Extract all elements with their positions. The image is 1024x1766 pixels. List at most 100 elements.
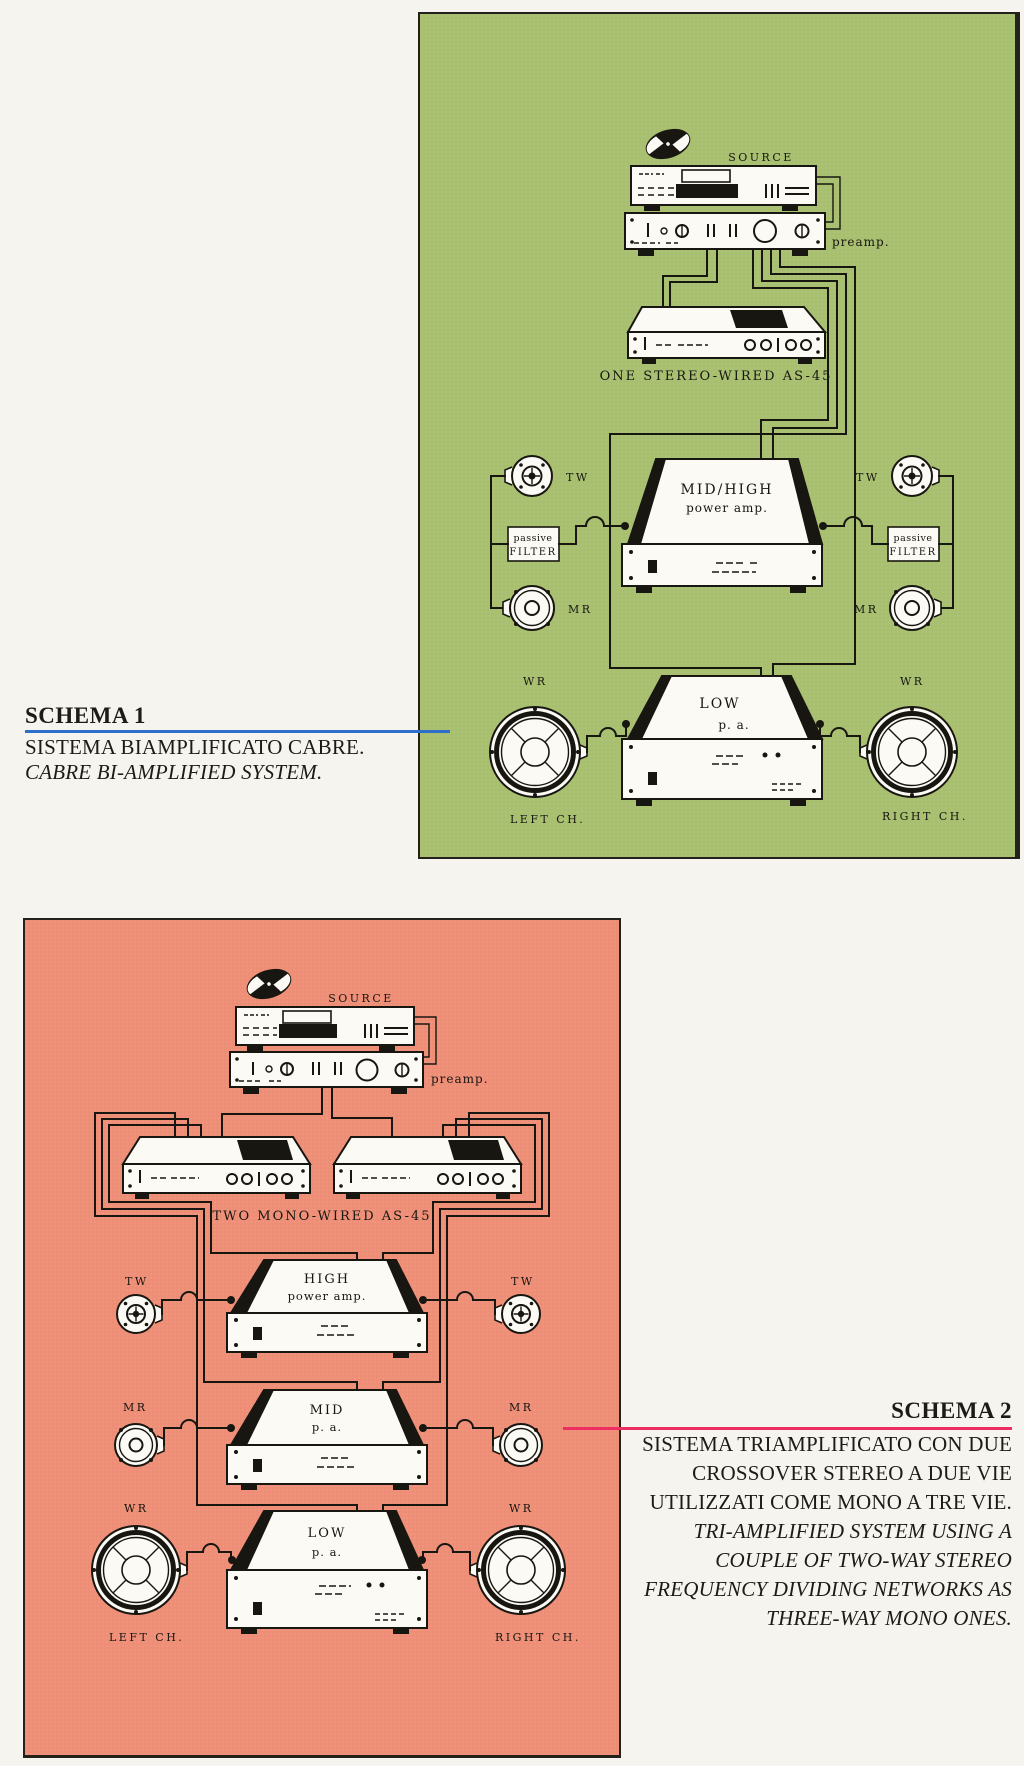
preamp-to-crossover-wires: [221, 1086, 393, 1138]
woofer-label-right: WR: [509, 1502, 534, 1515]
tweeter-label-right: TW: [856, 471, 880, 484]
woofer-label-left: WR: [124, 1502, 149, 1515]
crossover-unit-right: [332, 1136, 523, 1199]
svg-text:passive: passive: [893, 533, 932, 544]
tweeter-label-left: TW: [566, 471, 590, 484]
svg-text:p. a.: p. a.: [312, 1420, 342, 1434]
right-speaker-chain-wire: [938, 475, 954, 609]
midrange-right: [492, 1423, 543, 1467]
low-amp-to-woofer-wire-right: [422, 1543, 471, 1571]
svg-text:FILTER: FILTER: [889, 547, 936, 558]
preamp-to-amps-wire-bundle: [609, 248, 856, 677]
preamp-label: preamp.: [832, 235, 890, 249]
schema1-caption: SCHEMA 1 SISTEMA BIAMPLIFICATO CABRE. CA…: [25, 703, 415, 785]
svg-text:HIGH: HIGH: [304, 1272, 350, 1287]
svg-text:FILTER: FILTER: [509, 547, 556, 558]
woofer-label-right: WR: [900, 675, 925, 688]
filter-to-amp-wire-left: [558, 516, 625, 545]
low-amp: LOW p. a.: [226, 1510, 428, 1634]
preamp-unit: [229, 1051, 424, 1094]
left-channel-label: LEFT CH.: [109, 1631, 184, 1644]
mid-amp: MID p. a.: [226, 1389, 428, 1490]
schema1-caption-line: SISTEMA BIAMPLIFICATO CABRE.: [25, 735, 365, 759]
left-speaker-chain-wire: [490, 475, 509, 609]
tweeter-label-right: TW: [511, 1275, 535, 1288]
schema1-panel: SOURCE: [418, 12, 1020, 859]
schema2-pointer-line: [563, 1427, 1012, 1430]
crossover-label: TWO MONO-WIRED AS-45: [212, 1209, 431, 1224]
midrange-label-left: MR: [568, 603, 593, 616]
schema1-diagram: SOURCE: [489, 128, 968, 826]
vinyl-record-icon: [246, 968, 292, 1000]
low-amp-to-woofer-wire-left: [586, 725, 627, 753]
schema2-caption-line: UTILIZZATI COME MONO A TRE VIE.: [649, 1490, 1012, 1514]
mid-high-amp: MID/HIGH power amp.: [621, 458, 824, 593]
passive-filter-right: passive FILTER: [887, 526, 940, 562]
schema2-caption-line: CROSSOVER STEREO A DUE VIE: [692, 1461, 1012, 1485]
midrange-label-right: MR: [854, 603, 879, 616]
source-label: SOURCE: [328, 992, 394, 1005]
preamp-to-crossover-wires: [662, 248, 718, 308]
right-channel-label: RIGHT CH.: [882, 810, 968, 823]
high-amp-to-tweeter-wire-right: [424, 1291, 496, 1315]
schema1-caption-line-italic: CABRE BI-AMPLIFIED SYSTEM.: [25, 760, 323, 784]
schema2-diagram: SOURCE: [91, 968, 581, 1644]
passive-filter-left: passive FILTER: [507, 526, 560, 562]
schema2-caption-line-italic: COUPLE OF TWO-WAY STEREO: [715, 1548, 1012, 1572]
midrange-left: [502, 585, 555, 631]
mid-amp-to-midrange-wire-right: [424, 1419, 494, 1446]
tweeter-right: [891, 455, 940, 497]
tweeter-label-left: TW: [125, 1275, 149, 1288]
right-channel-label: RIGHT CH.: [495, 1631, 581, 1644]
midrange-label-left: MR: [123, 1401, 148, 1414]
schema2-caption-line-italic: THREE-WAY MONO ONES.: [766, 1606, 1012, 1630]
woofer-left: [91, 1525, 188, 1615]
schema2-caption-line-italic: FREQUENCY DIVIDING NETWORKS AS: [644, 1577, 1012, 1601]
woofer-label-left: WR: [523, 675, 548, 688]
schema2-caption-line-italic: TRI-AMPLIFIED SYSTEM USING A: [693, 1519, 1012, 1543]
svg-text:p. a.: p. a.: [312, 1545, 342, 1559]
preamp-unit: [624, 212, 826, 256]
schema2-caption-line: SISTEMA TRIAMPLIFICATO CON DUE: [642, 1432, 1012, 1456]
preamp-label: preamp.: [431, 1072, 489, 1086]
svg-text:LOW: LOW: [308, 1526, 347, 1541]
source-label: SOURCE: [728, 151, 794, 164]
schema1-title: SCHEMA 1: [25, 703, 146, 728]
svg-text:LOW: LOW: [699, 696, 740, 712]
low-amp: LOW p. a.: [621, 675, 824, 806]
schema2-title: SCHEMA 2: [891, 1398, 1012, 1423]
vinyl-record-icon: [645, 128, 691, 160]
source-unit: [235, 1006, 415, 1051]
svg-text:MID: MID: [310, 1403, 345, 1418]
woofer-left: [489, 706, 588, 798]
mid-amp-to-midrange-wire-left: [163, 1419, 230, 1446]
crossover-unit-left: [121, 1136, 312, 1199]
woofer-right: [859, 706, 958, 798]
svg-text:MID/HIGH: MID/HIGH: [681, 482, 774, 498]
schema1-pointer-line: [25, 730, 450, 733]
high-amp-to-tweeter-wire-left: [161, 1291, 230, 1315]
schema2-caption: SCHEMA 2 SISTEMA TRIAMPLIFICATO CON DUE …: [572, 1398, 1012, 1633]
svg-text:p. a.: p. a.: [718, 718, 749, 732]
crossover-label: ONE STEREO-WIRED AS-45: [600, 369, 833, 384]
crossover-unit: [626, 306, 828, 364]
tweeter-left: [116, 1294, 163, 1334]
filter-to-amp-wire-right: [823, 516, 889, 545]
tweeter-left: [504, 455, 553, 497]
source-unit: [630, 165, 817, 211]
svg-text:passive: passive: [513, 533, 552, 544]
high-amp: HIGH power amp.: [226, 1259, 428, 1358]
tweeter-right: [494, 1294, 541, 1334]
svg-text:power amp.: power amp.: [288, 1289, 367, 1303]
midrange-left: [114, 1423, 165, 1467]
schema2-panel: SOURCE: [23, 918, 621, 1758]
svg-text:power amp.: power amp.: [686, 501, 768, 515]
left-channel-label: LEFT CH.: [510, 813, 585, 826]
midrange-right: [889, 585, 942, 631]
low-amp-to-woofer-wire-right: [819, 725, 861, 753]
crossover-to-amps-wire-bundle-left: [94, 1112, 358, 1512]
crossover-to-amps-wire-bundle-right: [382, 1112, 550, 1512]
tape-loop-wire: [816, 176, 841, 230]
midrange-label-right: MR: [509, 1401, 534, 1414]
